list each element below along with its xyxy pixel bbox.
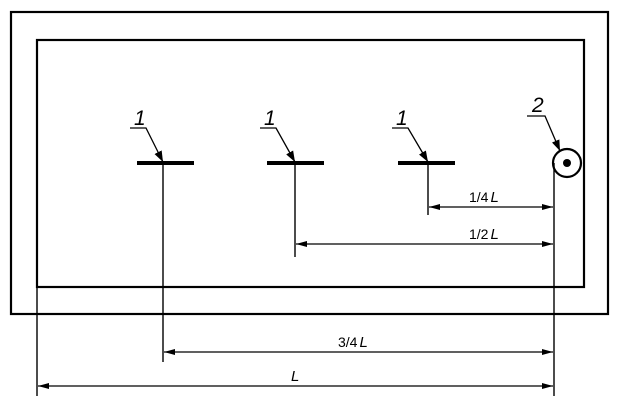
outer-frame (9, 10, 610, 316)
callout-leaders (130, 115, 561, 163)
dimension-lines (38, 204, 553, 389)
sensor-1-left (137, 161, 194, 362)
sensor-1-middle (267, 161, 324, 257)
inner-room (35, 38, 586, 289)
callout-1-right: 1 (396, 107, 408, 130)
sensor-1-right (398, 161, 455, 215)
callout-1-middle: 1 (264, 107, 276, 130)
callout-1-left: 1 (134, 107, 146, 130)
callout-2-source: 2 (531, 94, 544, 117)
source-2 (551, 147, 583, 179)
dim-label-full: L (291, 368, 299, 385)
